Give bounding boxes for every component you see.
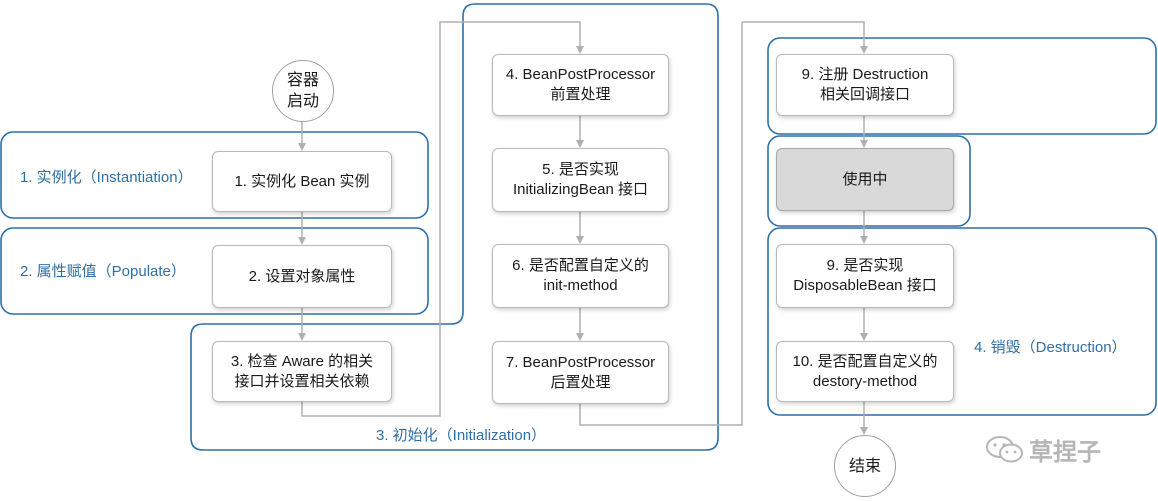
node-instantiate-bean-text: 1. 实例化 Bean 实例 — [234, 172, 370, 190]
node-set-properties-text: 2. 设置对象属性 — [248, 267, 356, 285]
node-destroy-method-line2: destory-method — [812, 372, 918, 390]
node-initializing-bean: 5. 是否实现 InitializingBean 接口 — [492, 148, 669, 212]
phase-destruction-outline — [767, 227, 1157, 416]
phase-populate-label: 2. 属性赋值（Populate） — [20, 262, 186, 282]
node-disposable-bean-line2: DisposableBean 接口 — [793, 277, 937, 294]
phase-instantiation-outline — [0, 131, 429, 219]
node-bpp-before-line1: 4. BeanPostProcessor — [505, 66, 656, 83]
node-aware-check: 3. 检查 Aware 的相关 接口并设置相关依赖 — [212, 341, 392, 402]
node-disposable-bean: 9. 是否实现 DisposableBean 接口 — [776, 244, 954, 308]
node-register-destruction: 9. 注册 Destruction 相关回调接口 — [776, 54, 954, 116]
node-disposable-bean-line1: 9. 是否实现 — [826, 257, 904, 274]
arrow-n7-to-n9a — [579, 21, 868, 426]
watermark-text: 草捏子 — [1029, 439, 1101, 466]
node-aware-check-line2: 接口并设置相关依赖 — [234, 372, 370, 390]
phase-populate-outline — [0, 227, 429, 315]
node-register-destruction-line2: 相关回调接口 — [819, 86, 910, 103]
phase-instantiation-label: 1. 实例化（Instantiation） — [20, 168, 193, 188]
phase-registration-outline — [767, 37, 1157, 135]
node-destroy-method-line1: 10. 是否配置自定义的 — [792, 352, 938, 370]
node-in-use-text: 使用中 — [842, 170, 888, 188]
node-register-destruction-line1: 9. 注册 Destruction — [801, 66, 929, 83]
node-destroy-method: 10. 是否配置自定义的 destory-method — [776, 341, 954, 402]
start-label-line1: 容器 — [286, 72, 319, 89]
node-initializing-bean-line1: 5. 是否实现 — [542, 161, 619, 178]
node-in-use: 使用中 — [776, 148, 954, 211]
phase-initialization-label: 3. 初始化（Initialization） — [372, 426, 551, 446]
node-bpp-after-line1: 7. BeanPostProcessor — [505, 353, 656, 371]
node-init-method: 6. 是否配置自定义的 init-method — [492, 244, 669, 308]
node-bpp-after: 7. BeanPostProcessor 后置处理 — [492, 341, 669, 404]
wechat-icon — [986, 435, 1023, 462]
phase-destruction-label: 4. 销毁（Destruction） — [974, 338, 1127, 358]
end-label: 结束 — [848, 457, 881, 475]
node-bpp-after-line2: 后置处理 — [550, 373, 611, 391]
node-aware-check-line1: 3. 检查 Aware 的相关 — [230, 352, 374, 370]
node-bpp-before: 4. BeanPostProcessor 前置处理 — [492, 54, 669, 116]
start-node: 容器 启动 — [272, 60, 334, 122]
node-init-method-line2: init-method — [543, 277, 618, 294]
node-instantiate-bean: 1. 实例化 Bean 实例 — [212, 151, 392, 212]
node-set-properties: 2. 设置对象属性 — [212, 245, 392, 308]
arrow-n3-to-n4 — [301, 21, 584, 417]
watermark: 草捏子 — [985, 432, 1101, 467]
start-label-line2: 启动 — [286, 93, 319, 110]
phase-in-use-outline — [767, 135, 971, 227]
node-initializing-bean-line2: InitializingBean 接口 — [512, 181, 649, 198]
node-init-method-line1: 6. 是否配置自定义的 — [512, 257, 649, 274]
node-bpp-before-line2: 前置处理 — [550, 86, 611, 103]
phase-initialization-outline — [190, 3, 719, 451]
end-node: 结束 — [834, 435, 896, 497]
